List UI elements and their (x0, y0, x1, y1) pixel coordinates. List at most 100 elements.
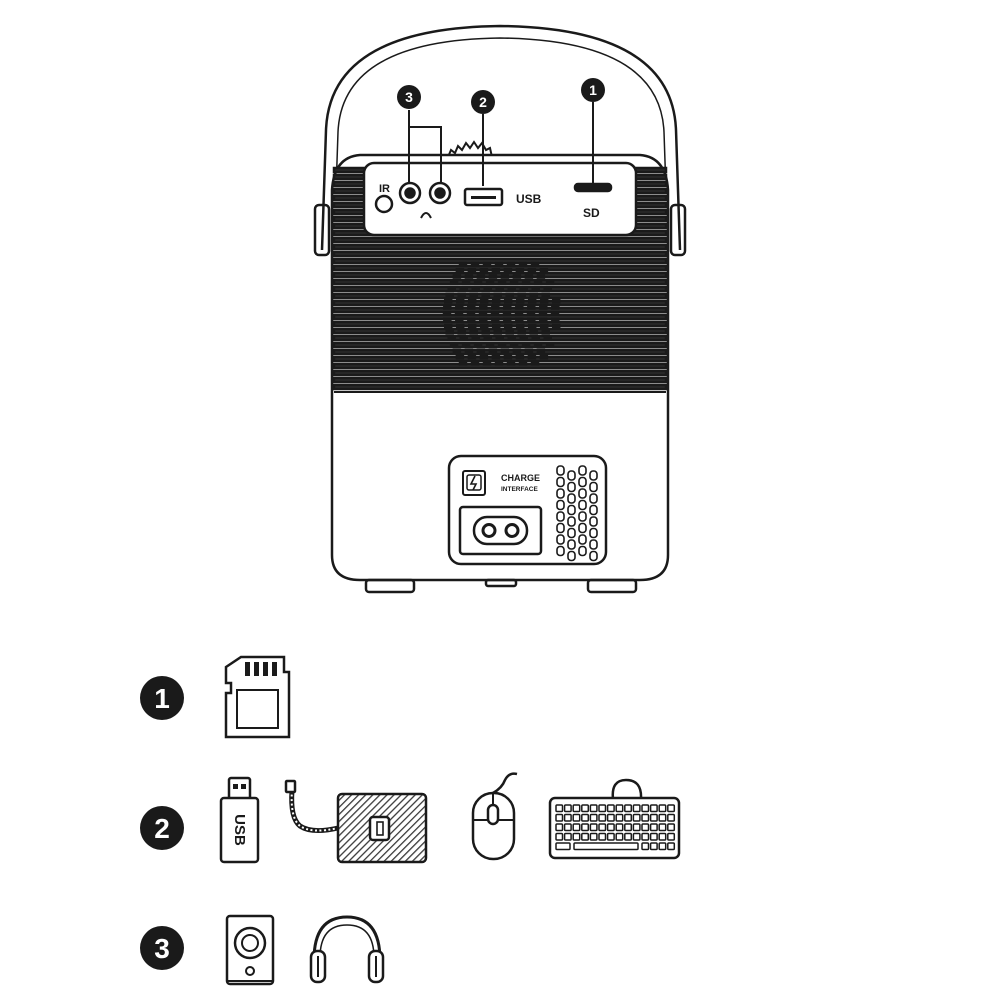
grille-hole (461, 342, 471, 348)
grille-hole (455, 323, 465, 329)
key (598, 804, 607, 813)
grille-hole (505, 292, 514, 298)
battery-bolt-inner (466, 474, 482, 491)
grille-hole (519, 336, 528, 341)
grille-hole (483, 286, 492, 292)
grille-rib (332, 383, 668, 391)
grille-hole (524, 348, 534, 354)
grille-hole (517, 329, 526, 335)
vent-slot (589, 481, 598, 493)
grille-hole (469, 329, 478, 335)
carry-handle (320, 24, 682, 251)
grille-hole (491, 298, 501, 304)
grille-hole (503, 354, 513, 360)
carry-handle-inner (333, 37, 669, 251)
key (615, 813, 624, 822)
key (581, 813, 590, 822)
grille-hole (495, 286, 504, 292)
key (606, 832, 615, 841)
bolt-glyph (469, 475, 478, 491)
port-panel (362, 161, 638, 237)
key (581, 823, 590, 832)
grille-hole (443, 317, 452, 323)
grille-hole (471, 286, 480, 292)
key (658, 832, 667, 841)
vent-slot (589, 550, 598, 562)
grille-hole (506, 360, 516, 366)
legend-row-3: 3 (140, 914, 385, 986)
key (555, 804, 564, 813)
hard-drive-icon (284, 779, 428, 864)
grille-hole (551, 317, 560, 323)
foot-right (586, 578, 638, 594)
grille-hole (491, 354, 501, 360)
callout-badge-3: 3 (397, 85, 421, 109)
grille-hole (533, 280, 543, 286)
grille-hole (507, 286, 516, 292)
grille-hole (447, 286, 456, 292)
grille-hole (506, 261, 516, 267)
key (658, 842, 667, 851)
key (581, 832, 590, 841)
key (572, 832, 581, 841)
grille-hole (445, 329, 454, 335)
grille-hole (494, 261, 504, 267)
key (615, 832, 624, 841)
legend-row-1: 1 (140, 655, 291, 739)
legend-badge-3 (140, 926, 184, 970)
grille-hole (482, 261, 492, 267)
audio-jack-right-core (434, 187, 446, 199)
grille-hole (493, 329, 502, 335)
grille-hole (449, 280, 459, 286)
grille-hole (500, 348, 510, 354)
key (632, 823, 641, 832)
grille-hole (529, 292, 538, 298)
grille-hole (488, 348, 498, 354)
grille-hole (485, 280, 495, 286)
grille-hole (541, 292, 550, 298)
usb-drive-label: USB (231, 814, 248, 846)
foot-left (364, 578, 416, 594)
grille-hole (551, 298, 561, 304)
grille-hole (517, 292, 526, 298)
grille-hole (512, 348, 522, 354)
charge-vents (556, 465, 598, 562)
key (606, 804, 615, 813)
vent-slot (567, 504, 576, 516)
grille-hole (512, 274, 522, 279)
callout-badge-1: 1 (581, 78, 605, 102)
grille-hole (455, 317, 464, 323)
grille-hole (459, 286, 468, 292)
key (572, 813, 581, 822)
grille-hole (461, 280, 471, 286)
key (589, 804, 598, 813)
key (606, 813, 615, 822)
handle-mount-left (313, 203, 331, 257)
sd-card-icon (224, 655, 291, 739)
grille-rib (332, 250, 668, 258)
grille-hole (442, 311, 452, 317)
grille-hole (545, 342, 555, 348)
grille-hole (478, 311, 488, 317)
grille-hole (503, 298, 513, 304)
grille-hole (503, 323, 513, 329)
grille-hole (551, 305, 560, 310)
key (598, 832, 607, 841)
grille-hole (476, 348, 486, 354)
grille-hole (539, 305, 548, 310)
grille-hole (481, 329, 490, 335)
usb-port-icon (463, 187, 504, 207)
grille-hole (536, 348, 546, 354)
key (658, 804, 667, 813)
grille-rib (332, 313, 668, 321)
grille-hole (538, 311, 548, 317)
key (563, 832, 572, 841)
grille-hole (459, 336, 468, 341)
grille-hole (539, 267, 549, 273)
grille-hole (527, 298, 537, 304)
grille-hole (497, 280, 507, 286)
key (632, 804, 641, 813)
grille-hole (543, 286, 552, 292)
callout-number: 3 (405, 89, 413, 105)
grille-hole (449, 342, 459, 348)
